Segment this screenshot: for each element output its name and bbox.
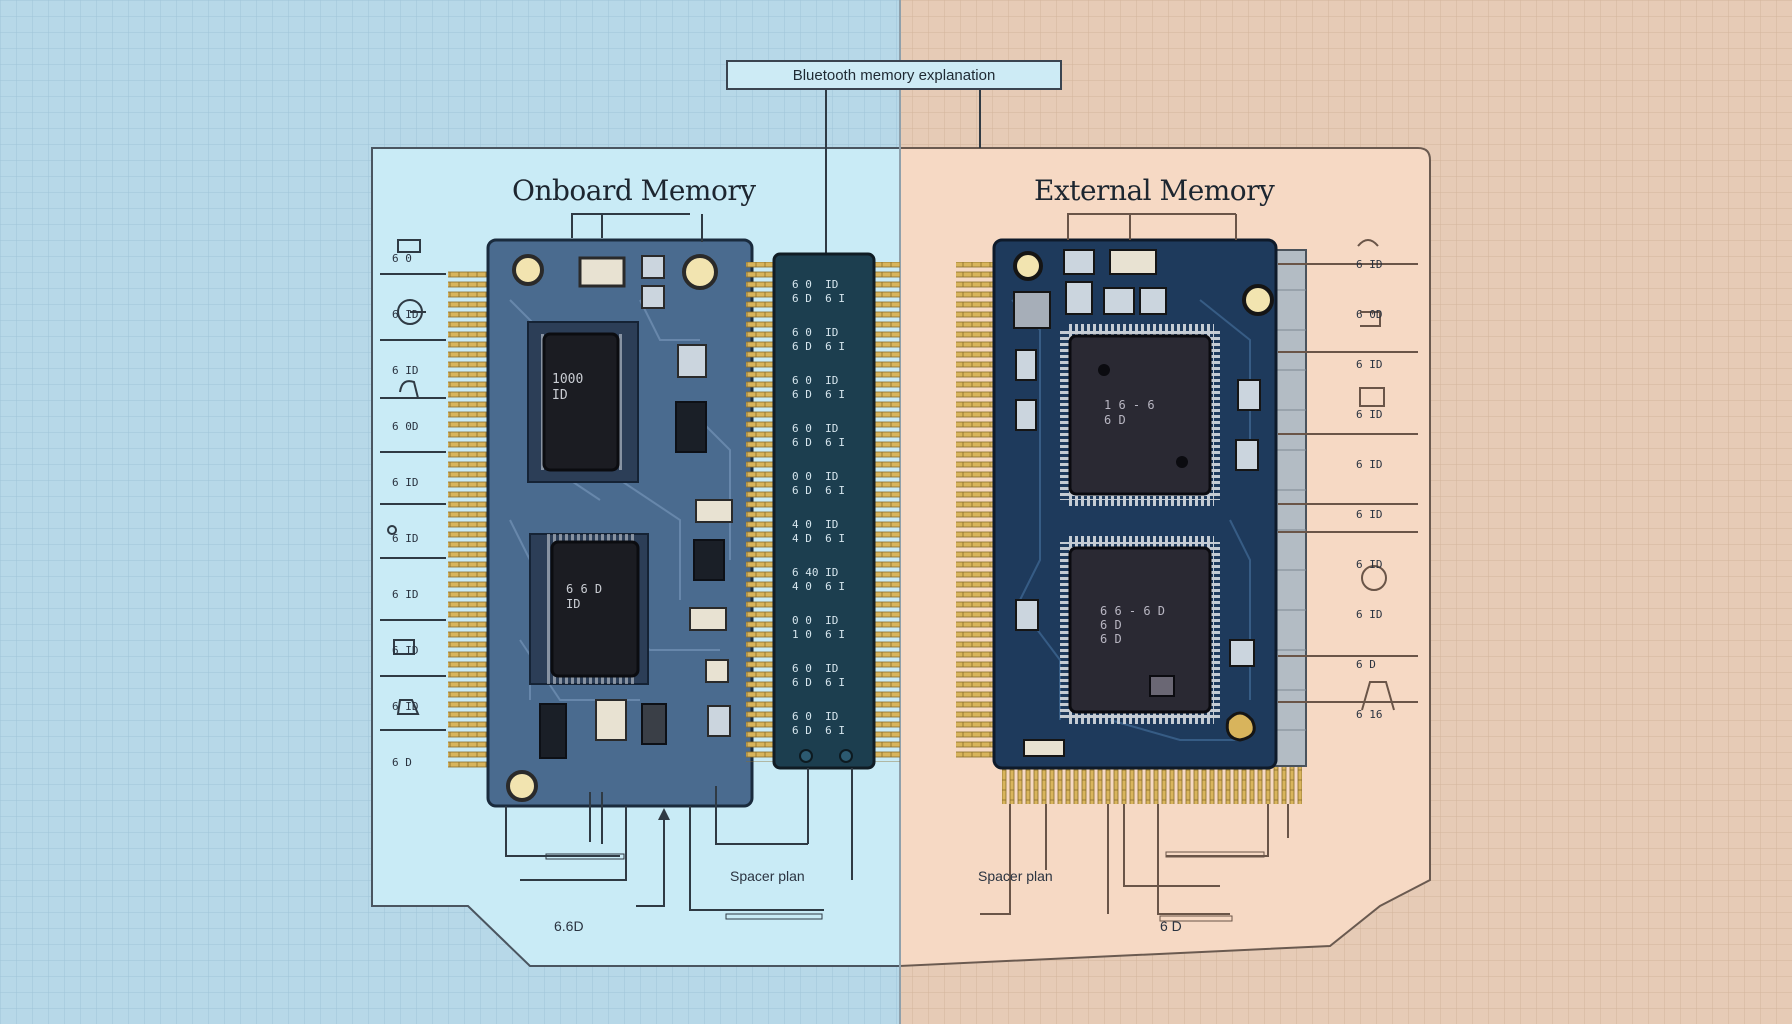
strip-label: 6 0 ID <box>792 662 839 675</box>
strip-label: 6 D 6 I <box>792 436 845 449</box>
callout-label: Bluetooth memory explanation <box>726 60 1062 90</box>
external-chip-2-label: 6 6 - 6 D 6 D 6 D <box>1100 604 1166 646</box>
strip-label: 6 D 6 I <box>792 676 845 689</box>
strip-label: 6 0 ID <box>792 278 839 291</box>
external-spacer-label: Spacer plan <box>978 868 1053 884</box>
onboard-pins-left <box>448 268 492 768</box>
strip-label: 4 0 ID <box>792 518 839 531</box>
side-label: 6 16 <box>1356 708 1383 721</box>
strip-label: 6 D 6 I <box>792 292 845 305</box>
side-label: 6 ID <box>392 364 419 377</box>
strip-label: 4 D 6 I <box>792 532 845 545</box>
side-label: 6 ID <box>1356 408 1383 421</box>
external-bottom-label: 6 D <box>1160 918 1182 934</box>
side-label: 6 ID <box>1356 258 1383 271</box>
strip-label: 6 0 ID <box>792 374 839 387</box>
onboard-chip-2-label: 6 6 D ID <box>566 582 603 611</box>
strip-label: 6 0 ID <box>792 326 839 339</box>
side-label: 6 ID <box>1356 608 1383 621</box>
side-label: 6 D <box>1356 658 1376 671</box>
side-label: 6 ID <box>1356 458 1383 471</box>
external-pins-bottom <box>1002 766 1302 804</box>
side-label: 6 0D <box>392 420 419 433</box>
strip-label: 6 0 ID <box>792 422 839 435</box>
onboard-chip-1 <box>542 332 620 472</box>
onboard-title: Onboard Memory <box>512 174 756 207</box>
side-label: 6 ID <box>1356 558 1383 571</box>
strip-label: 0 0 ID <box>792 614 839 627</box>
side-label: 6 ID <box>392 644 419 657</box>
strip-label: 6 0 ID <box>792 710 839 723</box>
side-label: 6 ID <box>1356 508 1383 521</box>
strip-label: 4 0 6 I <box>792 580 845 593</box>
strip-label: 1 0 6 I <box>792 628 845 641</box>
external-pins-left <box>956 262 996 758</box>
strip-label: 6 D 6 I <box>792 724 845 737</box>
side-label: 6 0D <box>1356 308 1383 321</box>
strip-label: 6 D 6 I <box>792 484 845 497</box>
side-label: 6 ID <box>392 532 419 545</box>
side-label: 6 0 <box>392 252 412 265</box>
onboard-data-strip <box>772 252 876 770</box>
onboard-spacer-label: Spacer plan <box>730 868 805 884</box>
side-label: 6 ID <box>392 308 419 321</box>
onboard-bottom-label: 6.6D <box>554 918 584 934</box>
strip-label: 6 D 6 I <box>792 340 845 353</box>
side-label: 6 ID <box>392 476 419 489</box>
strip-label: 6 40 ID <box>792 566 839 579</box>
strip-label: 0 0 ID <box>792 470 839 483</box>
side-label: 6 ID <box>392 700 419 713</box>
strip-label: 6 D 6 I <box>792 388 845 401</box>
external-title: External Memory <box>1034 174 1275 207</box>
side-label: 6 D <box>392 756 412 769</box>
external-chip-2 <box>1068 546 1212 714</box>
side-label: 6 ID <box>392 588 419 601</box>
onboard-chip-1-label: 1000 ID <box>552 372 584 403</box>
onboard-chip-2 <box>550 540 640 678</box>
side-label: 6 ID <box>1356 358 1383 371</box>
external-chip-1-label: 1 6 - 6 6 D <box>1104 398 1155 427</box>
